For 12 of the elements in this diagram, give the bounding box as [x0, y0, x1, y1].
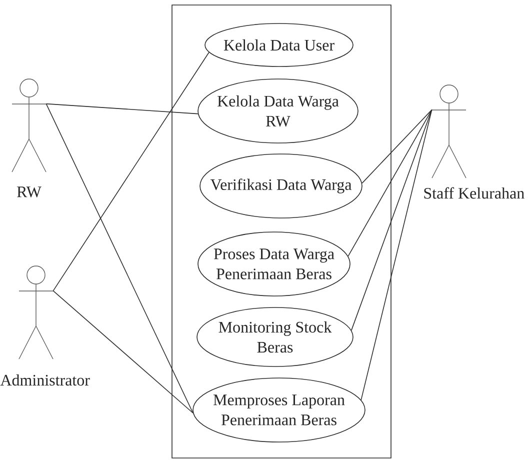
actor-name: Administrator [0, 374, 90, 386]
association-line [360, 109, 432, 400]
actor-name: RW [17, 186, 42, 198]
association-line [362, 109, 432, 184]
association-line [52, 52, 210, 292]
association-line [52, 290, 194, 414]
association-line [348, 109, 432, 257]
actor-name: Staff Kelurahan [424, 187, 524, 199]
association-line [46, 103, 198, 114]
system-boundary [172, 4, 392, 458]
association-line [351, 109, 432, 331]
association-line [46, 103, 194, 414]
